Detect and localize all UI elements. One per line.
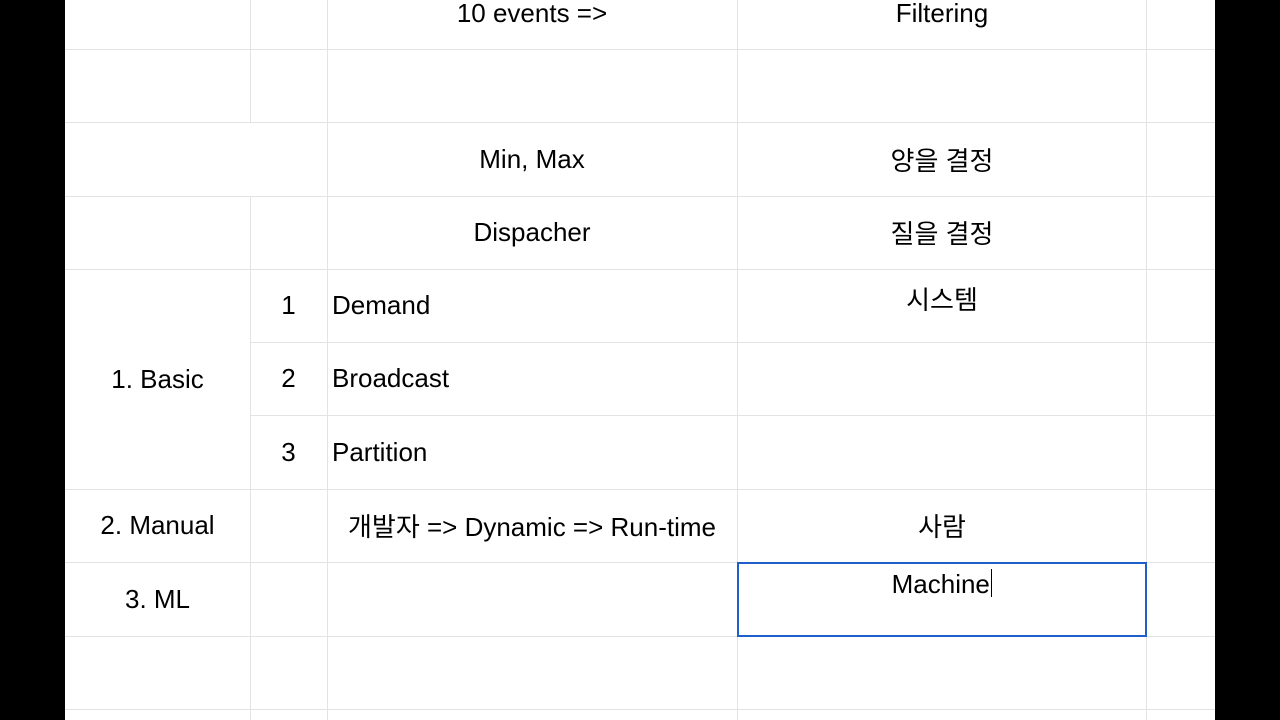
row-divider: [65, 709, 1215, 710]
cell-a-basic[interactable]: 1. Basic: [111, 363, 204, 394]
spreadsheet-grid[interactable]: 10 events => Filtering Min, Max 양을 결정 Di…: [65, 0, 1215, 720]
cell-b7[interactable]: 3: [281, 436, 296, 467]
row-divider: [65, 636, 1215, 637]
row-divider: [65, 489, 1215, 490]
cell-d1[interactable]: Filtering: [895, 0, 989, 28]
cell-b5[interactable]: 1: [281, 290, 296, 320]
row-divider: [250, 415, 1215, 416]
row-divider: [65, 122, 1215, 123]
cell-c3[interactable]: Min, Max: [479, 143, 585, 174]
text-cursor: [990, 569, 993, 597]
column-divider: [250, 0, 251, 122]
active-cell-editor[interactable]: Machine: [737, 562, 1147, 637]
cell-d4[interactable]: 질을 결정: [890, 219, 994, 249]
column-divider: [327, 0, 328, 720]
row-divider: [250, 342, 1215, 343]
column-divider: [250, 196, 251, 720]
column-divider: [1146, 0, 1147, 720]
cell-b6[interactable]: 2: [281, 363, 296, 393]
cell-c6[interactable]: Broadcast: [332, 363, 450, 393]
row-divider: [65, 196, 1215, 197]
cell-d8[interactable]: 사람: [918, 512, 966, 542]
cell-c7[interactable]: Partition: [332, 436, 428, 467]
row-divider: [65, 562, 1215, 563]
cell-c5[interactable]: Demand: [332, 290, 431, 320]
cell-a9[interactable]: 3. ML: [124, 583, 191, 614]
cell-c8[interactable]: 개발자 => Dynamic => Run-time: [348, 512, 716, 542]
cell-c4[interactable]: Dispacher: [473, 217, 591, 247]
cell-d5[interactable]: 시스템: [906, 285, 978, 315]
row-divider: [65, 269, 1215, 270]
cell-c1[interactable]: 10 events =>: [456, 0, 608, 28]
row-divider: [65, 49, 1215, 50]
column-divider: [737, 0, 738, 720]
active-cell-text: Machine: [891, 569, 990, 599]
cell-a8[interactable]: 2. Manual: [100, 510, 215, 540]
cell-d3[interactable]: 양을 결정: [890, 145, 994, 176]
